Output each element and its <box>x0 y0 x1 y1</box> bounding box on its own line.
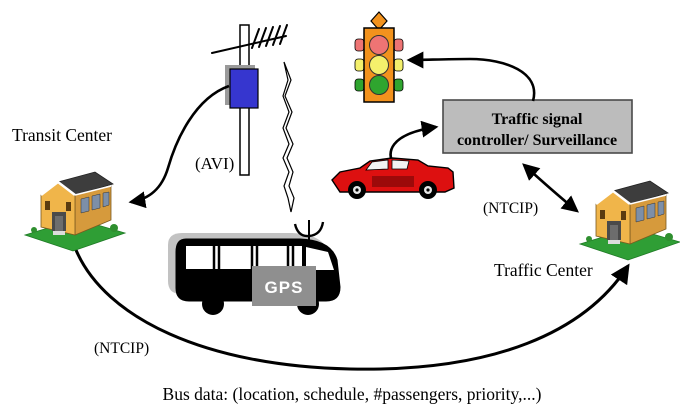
ntcip-controller-link-label: (NTCIP) <box>483 200 538 217</box>
gps-label: GPS <box>265 278 304 297</box>
controller-label-line1: Traffic signal <box>492 111 583 128</box>
avi-to-transit-arrow <box>128 84 230 209</box>
traffic-light-icon <box>354 11 404 103</box>
bus-icon: GPS <box>168 220 341 315</box>
yagi-antenna-icon <box>211 24 288 54</box>
gps-unit <box>252 266 316 306</box>
traffic-signal-controller-box: Traffic signal controller/ Surveillance <box>442 99 633 154</box>
traffic-center-label: Traffic Center <box>494 260 593 280</box>
bus-data-caption: Bus data: (location, schedule, #passenge… <box>163 384 542 404</box>
controller-label-line2: controller/ Surveillance <box>457 132 617 149</box>
controller-traffic-center-arrow <box>522 163 579 213</box>
ntcip-bus-link-label: (NTCIP) <box>94 340 149 357</box>
controller-to-light-arrow <box>406 51 536 102</box>
avi-reader <box>229 68 259 109</box>
transit-center-house <box>23 170 127 253</box>
ntcip-bus-data-arrow <box>74 249 630 371</box>
avi-label: (AVI) <box>195 154 234 173</box>
car-icon <box>331 157 455 199</box>
bus-gps-antenna-icon <box>293 220 325 240</box>
roadside-antenna-pole <box>211 24 288 176</box>
wireless-link-icon <box>282 61 295 213</box>
transit-center-label: Transit Center <box>12 125 112 145</box>
traffic-center-house <box>578 179 680 262</box>
